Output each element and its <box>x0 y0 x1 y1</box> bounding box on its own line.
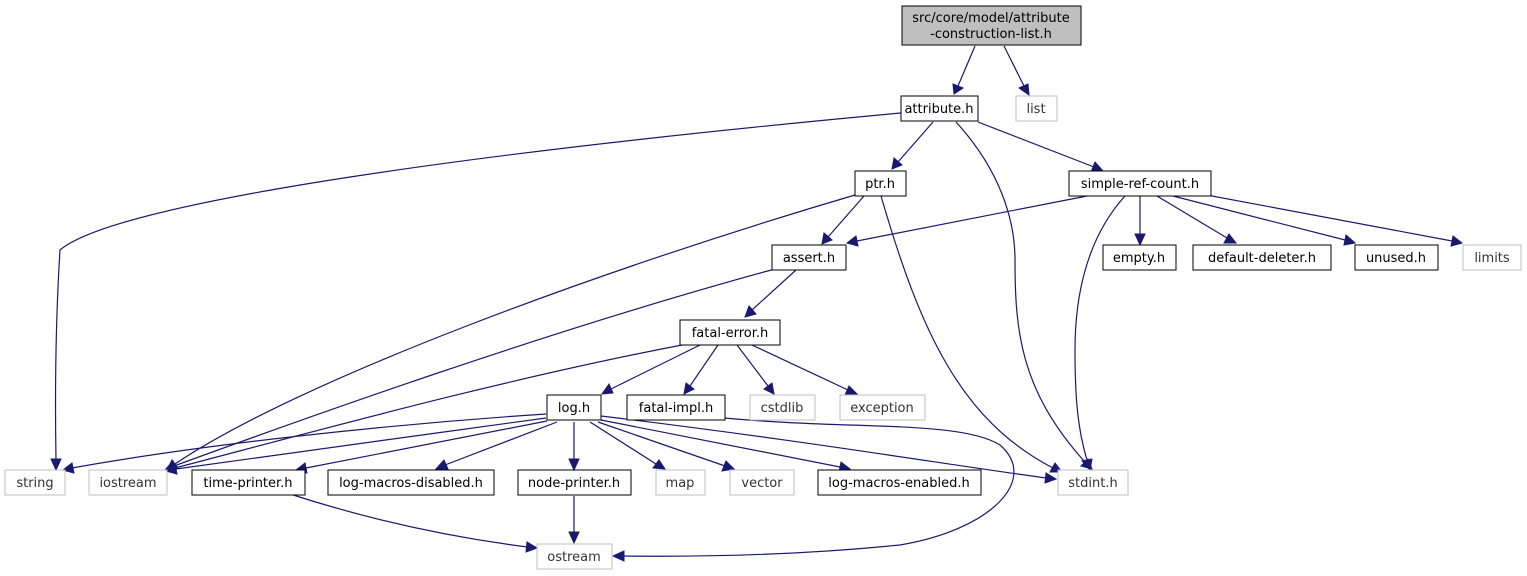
node-empty-h[interactable]: empty.h <box>1102 244 1177 271</box>
node-list[interactable]: list <box>1015 95 1058 122</box>
node-label: time-printer.h <box>203 476 292 491</box>
edge-fatal-error-to-fatal-impl <box>683 344 719 395</box>
edge-attribute-to-string <box>50 112 902 472</box>
edge-node-printer-to-ostream <box>568 496 580 545</box>
node-label: log.h <box>558 401 590 416</box>
edge-root-to-list <box>1003 45 1030 97</box>
edge-log-to-map <box>589 421 666 470</box>
node-label: stdint.h <box>1068 476 1117 491</box>
nodes: src/core/model/attribute -construction-l… <box>4 5 1522 570</box>
edge-fatal-error-to-iostream <box>163 344 683 474</box>
node-label: ostream <box>547 550 601 565</box>
edge-simple-ref-count-to-assert <box>845 195 1088 247</box>
node-label: list <box>1026 102 1045 117</box>
node-time-printer-h[interactable]: time-printer.h <box>191 469 306 496</box>
edge-attribute-to-ptr <box>891 121 934 170</box>
edges <box>50 45 1464 562</box>
node-label: unused.h <box>1366 251 1426 266</box>
node-string[interactable]: string <box>4 469 66 496</box>
node-vector[interactable]: vector <box>729 469 795 496</box>
node-log-macros-enabled-h[interactable]: log-macros-enabled.h <box>817 469 982 496</box>
edge-log-to-stdint <box>600 415 1058 484</box>
node-ptr-h[interactable]: ptr.h <box>854 170 907 197</box>
node-label: limits <box>1474 251 1510 266</box>
node-label: string <box>16 476 53 491</box>
edge-fatal-error-to-log <box>600 344 701 395</box>
node-label: assert.h <box>783 251 835 266</box>
edge-root-to-attribute <box>952 45 976 95</box>
edge-log-to-log-macros-disabled <box>434 421 558 470</box>
edge-ptr-to-assert <box>821 195 865 245</box>
node-label: empty.h <box>1113 251 1165 266</box>
edge-simple-ref-count-to-default-deleter <box>1156 195 1238 244</box>
node-label: iostream <box>99 476 156 491</box>
node-label: exception <box>850 401 914 416</box>
edge-fatal-impl-to-ostream <box>611 417 1015 562</box>
node-log-h[interactable]: log.h <box>546 394 602 421</box>
root-label-line1: src/core/model/attribute <box>912 11 1069 26</box>
node-label: simple-ref-count.h <box>1081 177 1199 192</box>
node-label: cstdlib <box>761 401 804 416</box>
node-fatal-error-h[interactable]: fatal-error.h <box>679 319 781 346</box>
node-label: map <box>666 476 695 491</box>
node-fatal-impl-h[interactable]: fatal-impl.h <box>626 394 726 421</box>
node-label: log-macros-enabled.h <box>828 476 969 491</box>
edge-attribute-to-simple-ref-count <box>977 121 1105 173</box>
node-assert-h[interactable]: assert.h <box>771 244 847 271</box>
node-ostream[interactable]: ostream <box>536 543 613 570</box>
edge-fatal-error-to-cstdlib <box>736 344 775 395</box>
node-label: vector <box>741 476 783 491</box>
node-log-macros-disabled-h[interactable]: log-macros-disabled.h <box>327 469 495 496</box>
node-limits[interactable]: limits <box>1462 244 1522 271</box>
edge-ptr-to-stdint <box>880 195 1064 473</box>
node-label: log-macros-disabled.h <box>339 476 483 491</box>
root-label-line2: -construction-list.h <box>930 27 1052 42</box>
node-label: fatal-error.h <box>692 326 769 341</box>
edge-simple-ref-count-to-empty <box>1134 196 1146 247</box>
node-map[interactable]: map <box>655 469 706 496</box>
node-unused-h[interactable]: unused.h <box>1354 244 1439 271</box>
node-label: fatal-impl.h <box>639 401 713 416</box>
node-label: ptr.h <box>865 177 895 192</box>
node-root[interactable]: src/core/model/attribute -construction-l… <box>901 5 1082 46</box>
edge-assert-to-fatal-error <box>744 269 797 318</box>
edge-log-to-node-printer <box>568 422 580 472</box>
node-simple-ref-count-h[interactable]: simple-ref-count.h <box>1068 170 1212 197</box>
node-label: default-deleter.h <box>1208 251 1316 266</box>
node-label: node-printer.h <box>528 476 620 491</box>
node-attribute-h[interactable]: attribute.h <box>900 95 979 122</box>
node-label: attribute.h <box>904 102 973 117</box>
edge-log-to-string <box>61 413 547 474</box>
node-cstdlib[interactable]: cstdlib <box>749 394 816 421</box>
node-stdint-h[interactable]: stdint.h <box>1057 469 1129 496</box>
edge-simple-ref-count-to-limits <box>1195 192 1464 247</box>
edge-time-printer-to-ostream <box>289 493 539 553</box>
node-exception[interactable]: exception <box>839 394 926 421</box>
edge-simple-ref-count-to-unused <box>1172 195 1357 246</box>
node-iostream[interactable]: iostream <box>88 469 168 496</box>
edge-simple-ref-count-to-stdint <box>1074 195 1126 472</box>
node-node-printer-h[interactable]: node-printer.h <box>517 469 632 496</box>
node-default-deleter-h[interactable]: default-deleter.h <box>1192 244 1332 271</box>
edge-log-to-iostream <box>164 417 547 475</box>
edge-log-to-vector <box>597 421 736 472</box>
